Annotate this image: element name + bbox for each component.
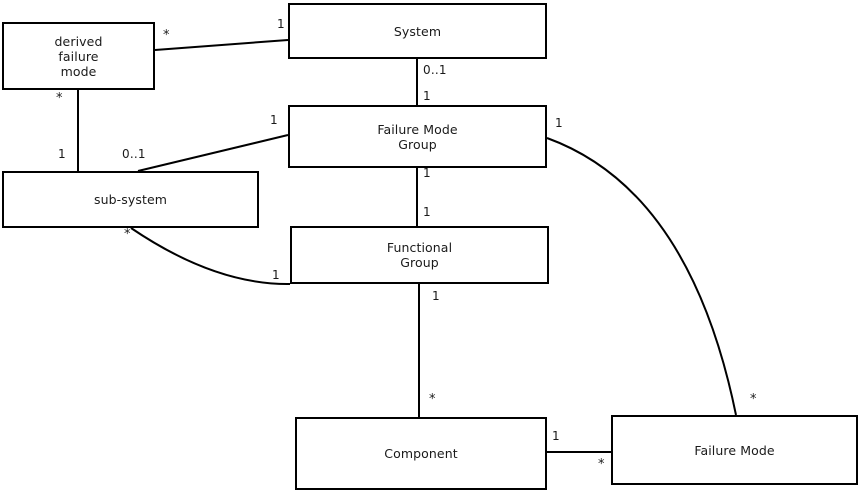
edge-sub-system-to-failure-mode-group (137, 134, 289, 172)
node-derived-failure-mode[interactable]: derived failure mode (2, 22, 155, 90)
node-failure-mode[interactable]: Failure Mode (611, 415, 858, 485)
node-sub-system[interactable]: sub-system (2, 171, 259, 228)
multiplicity-mult-subsystem-to-fg-far: 1 (272, 268, 280, 282)
multiplicity-mult-subsystem-to-fg-near: * (124, 227, 131, 242)
multiplicity-mult-fg-to-component-top: 1 (432, 289, 440, 303)
multiplicity-mult-derived-to-subsystem-top: * (56, 91, 63, 106)
multiplicity-mult-derived-to-system-far: 1 (277, 17, 285, 31)
multiplicity-mult-derived-to-system-near: * (163, 28, 170, 43)
multiplicity-mult-subsystem-to-fmg-near: 0..1 (122, 147, 146, 161)
node-label-sub-system: sub-system (93, 192, 168, 207)
multiplicity-mult-component-to-fm-left: 1 (552, 429, 560, 443)
multiplicity-mult-fmg-to-fm-far: * (750, 392, 757, 407)
multiplicity-mult-fmg-to-fm-near: 1 (555, 116, 563, 130)
node-component[interactable]: Component (295, 417, 547, 490)
node-label-system: System (393, 23, 442, 39)
multiplicity-mult-fg-to-component-bottom: * (429, 392, 436, 407)
node-label-derived-failure-mode: derived failure mode (54, 33, 103, 79)
node-label-failure-mode: Failure Mode (694, 442, 775, 458)
node-functional-group[interactable]: Functional Group (290, 226, 549, 284)
multiplicity-mult-derived-to-subsystem-bottom: 1 (58, 147, 66, 161)
node-system[interactable]: System (288, 3, 547, 59)
node-failure-mode-group[interactable]: Failure Mode Group (288, 105, 547, 168)
edge-failure-mode-group-to-failure-mode (546, 137, 737, 416)
edge-sub-system-to-functional-group (130, 227, 291, 286)
multiplicity-mult-component-to-fm-right: * (598, 457, 605, 472)
edge-derived-failure-mode-to-system (154, 39, 289, 51)
multiplicity-mult-system-to-fmg-bottom: 1 (423, 89, 431, 103)
node-label-component: Component (384, 446, 458, 461)
node-label-functional-group: Functional Group (386, 240, 453, 270)
multiplicity-mult-fmg-to-fg-bottom: 1 (423, 205, 431, 219)
node-label-failure-mode-group: Failure Mode Group (377, 121, 458, 152)
multiplicity-mult-subsystem-to-fmg-far: 1 (270, 113, 278, 127)
multiplicity-mult-system-to-fmg-top: 0..1 (423, 63, 447, 77)
multiplicity-mult-fmg-to-fg-top: 1 (423, 166, 431, 180)
